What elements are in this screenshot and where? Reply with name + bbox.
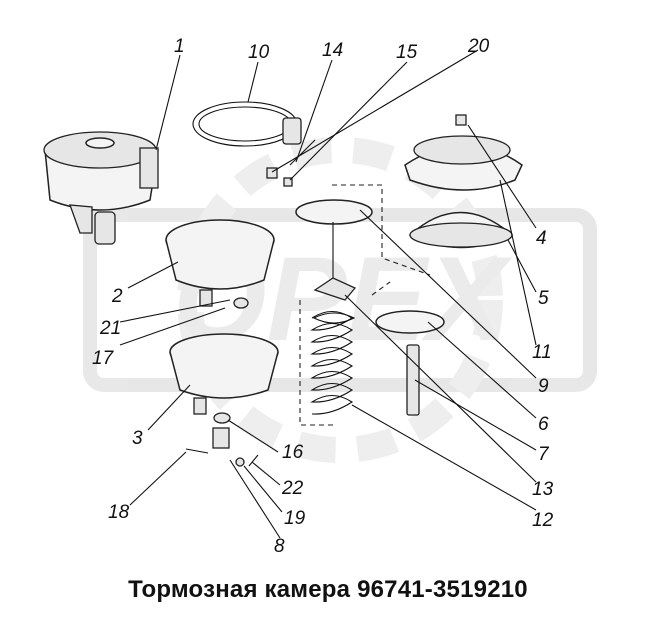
diaphragm-right — [408, 211, 514, 249]
push-rod-assembly — [295, 184, 445, 426]
figure-caption: Тормозная камера 96741-3519210 — [128, 576, 528, 603]
callout-20: 20 — [467, 36, 490, 57]
callout-4: 4 — [536, 228, 547, 249]
callout-8: 8 — [274, 536, 285, 557]
spring — [310, 310, 354, 415]
callout-11: 11 — [532, 342, 552, 363]
callout-6: 6 — [538, 414, 549, 435]
callout-16: 16 — [282, 442, 304, 463]
callout-17: 17 — [92, 348, 115, 369]
callout-7: 7 — [538, 444, 550, 465]
callout-13: 13 — [532, 479, 554, 500]
callout-19: 19 — [284, 508, 306, 529]
callout-labels: 1 10 14 15 20 4 5 11 9 6 7 13 12 2 21 17… — [92, 36, 554, 557]
clamp-ring — [192, 101, 302, 147]
callout-9: 9 — [538, 376, 549, 397]
callout-10: 10 — [248, 42, 270, 63]
watermark-gear-logo: OPEX — [83, 137, 597, 463]
lower-housing — [169, 333, 279, 415]
callout-14: 14 — [322, 40, 343, 61]
cover-right — [404, 114, 523, 191]
callout-18: 18 — [108, 502, 130, 523]
callout-1: 1 — [174, 36, 185, 57]
upper-housing — [165, 219, 275, 307]
small-fittings — [185, 297, 259, 467]
callout-3: 3 — [132, 428, 143, 449]
callout-15: 15 — [396, 42, 418, 63]
callout-2: 2 — [111, 286, 123, 307]
leader-lines — [119, 49, 537, 539]
callout-22: 22 — [281, 478, 304, 499]
callout-5: 5 — [538, 288, 549, 309]
bolt-nut-set — [266, 139, 316, 187]
callout-21: 21 — [99, 318, 121, 339]
callout-12: 12 — [532, 510, 554, 531]
assembled-chamber — [43, 131, 159, 245]
